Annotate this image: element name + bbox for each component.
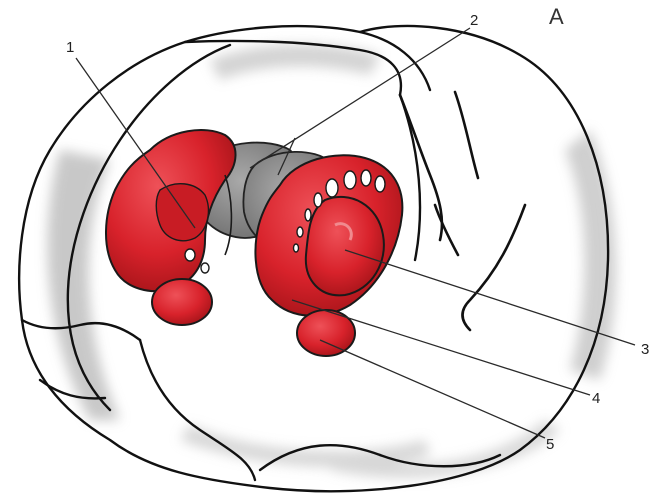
panel-letter: A xyxy=(549,6,564,28)
label-1: 1 xyxy=(66,40,74,55)
label-2: 2 xyxy=(470,13,478,28)
label-3: 3 xyxy=(641,342,649,357)
label-5: 5 xyxy=(546,437,554,452)
leader-line-5 xyxy=(320,340,545,438)
label-4: 4 xyxy=(592,391,600,406)
